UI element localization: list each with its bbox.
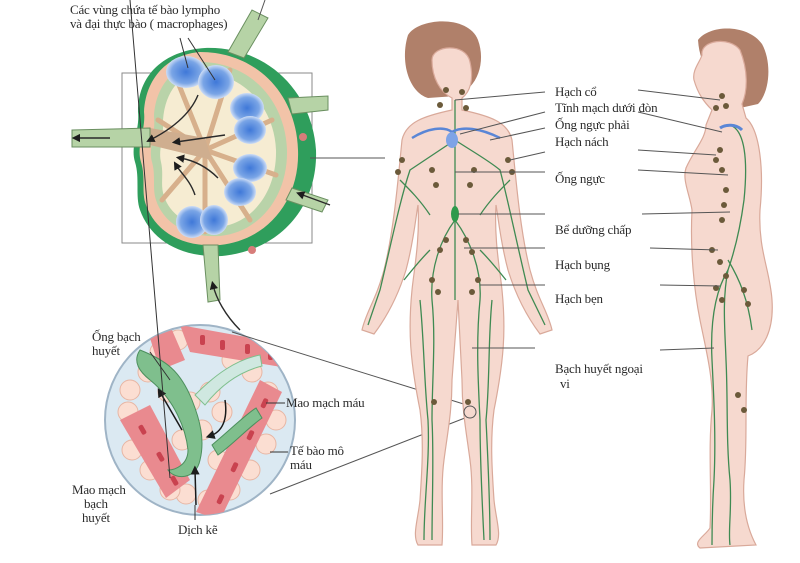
label-subclavian-vein: Tĩnh mạch dưới đòn bbox=[555, 100, 658, 115]
label-abdominal-nodes: Hạch bụng bbox=[555, 257, 610, 272]
label-peripheral-lymphatics: Bạch huyết ngoại bbox=[555, 361, 643, 376]
label-lymph-vessel-line2: huyết bbox=[92, 343, 120, 358]
label-lymph-capillary-line3: huyết bbox=[82, 510, 110, 525]
label-tissue-cells-line2: máu bbox=[290, 457, 312, 472]
afferent-lymph-vessel bbox=[227, 9, 269, 59]
cisterna-chyli-shape bbox=[451, 206, 459, 222]
label-axillary-nodes: Hạch nách bbox=[555, 134, 609, 149]
body-silhouette bbox=[361, 47, 553, 546]
follicle bbox=[176, 206, 208, 238]
lymph-node-cross-section bbox=[71, 0, 378, 331]
follicle bbox=[224, 178, 256, 206]
venous-angle bbox=[446, 132, 458, 148]
follicle bbox=[166, 56, 206, 88]
blood-capillary bbox=[120, 405, 190, 498]
label-tissue-cells-line1: Tế bào mô bbox=[290, 443, 344, 458]
side-body-figure bbox=[684, 28, 773, 549]
label-leader-lines bbox=[310, 89, 731, 351]
label-cervical-nodes: Hạch cổ bbox=[555, 84, 597, 99]
follicle bbox=[230, 93, 264, 123]
label-interstitial-fluid: Dịch kẽ bbox=[178, 522, 218, 537]
label-peripheral-lymphatics-line2: vi bbox=[560, 376, 570, 391]
side-subclavian-vein bbox=[719, 123, 744, 132]
follicle bbox=[234, 116, 266, 144]
side-body-silhouette bbox=[684, 40, 773, 549]
lymph-capillary-branch bbox=[211, 407, 263, 456]
blood-vessel-dot bbox=[299, 133, 307, 141]
afferent-lymph-vessel bbox=[202, 244, 221, 303]
follicle bbox=[198, 65, 234, 99]
side-lymph-nodes bbox=[709, 93, 751, 413]
lymph-vessel-branch bbox=[194, 354, 263, 406]
lymphoid-follicles bbox=[166, 56, 267, 238]
follicle bbox=[200, 205, 228, 235]
node-hilum bbox=[150, 128, 212, 160]
label-lymph-vessel-line1: Ống bạch bbox=[92, 329, 141, 344]
label-cortex-line2: và đại thực bào ( macrophages) bbox=[70, 16, 228, 31]
label-cortex-line1: Các vùng chứa tế bào lympho bbox=[70, 2, 221, 17]
afferent-lymph-vessel bbox=[287, 95, 329, 115]
label-blood-capillary: Mao mạch máu bbox=[286, 395, 365, 410]
label-cisterna-chyli: Bể dưỡng chấp bbox=[555, 222, 632, 237]
follicle bbox=[233, 154, 267, 182]
lymph-capillary bbox=[136, 349, 203, 478]
label-right-lymphatic-duct: Ống ngực phải bbox=[555, 117, 630, 132]
knee-magnify-marker bbox=[463, 405, 477, 419]
label-thoracic-duct: Ống ngực bbox=[555, 171, 605, 186]
label-lymph-capillary-line1: Mao mạch bbox=[72, 482, 126, 497]
label-lymph-capillary-line2: bạch bbox=[84, 496, 108, 511]
label-inguinal-nodes: Hạch bẹn bbox=[555, 291, 603, 306]
blood-vessel-dot bbox=[248, 246, 256, 254]
front-lymph-nodes bbox=[395, 87, 515, 405]
